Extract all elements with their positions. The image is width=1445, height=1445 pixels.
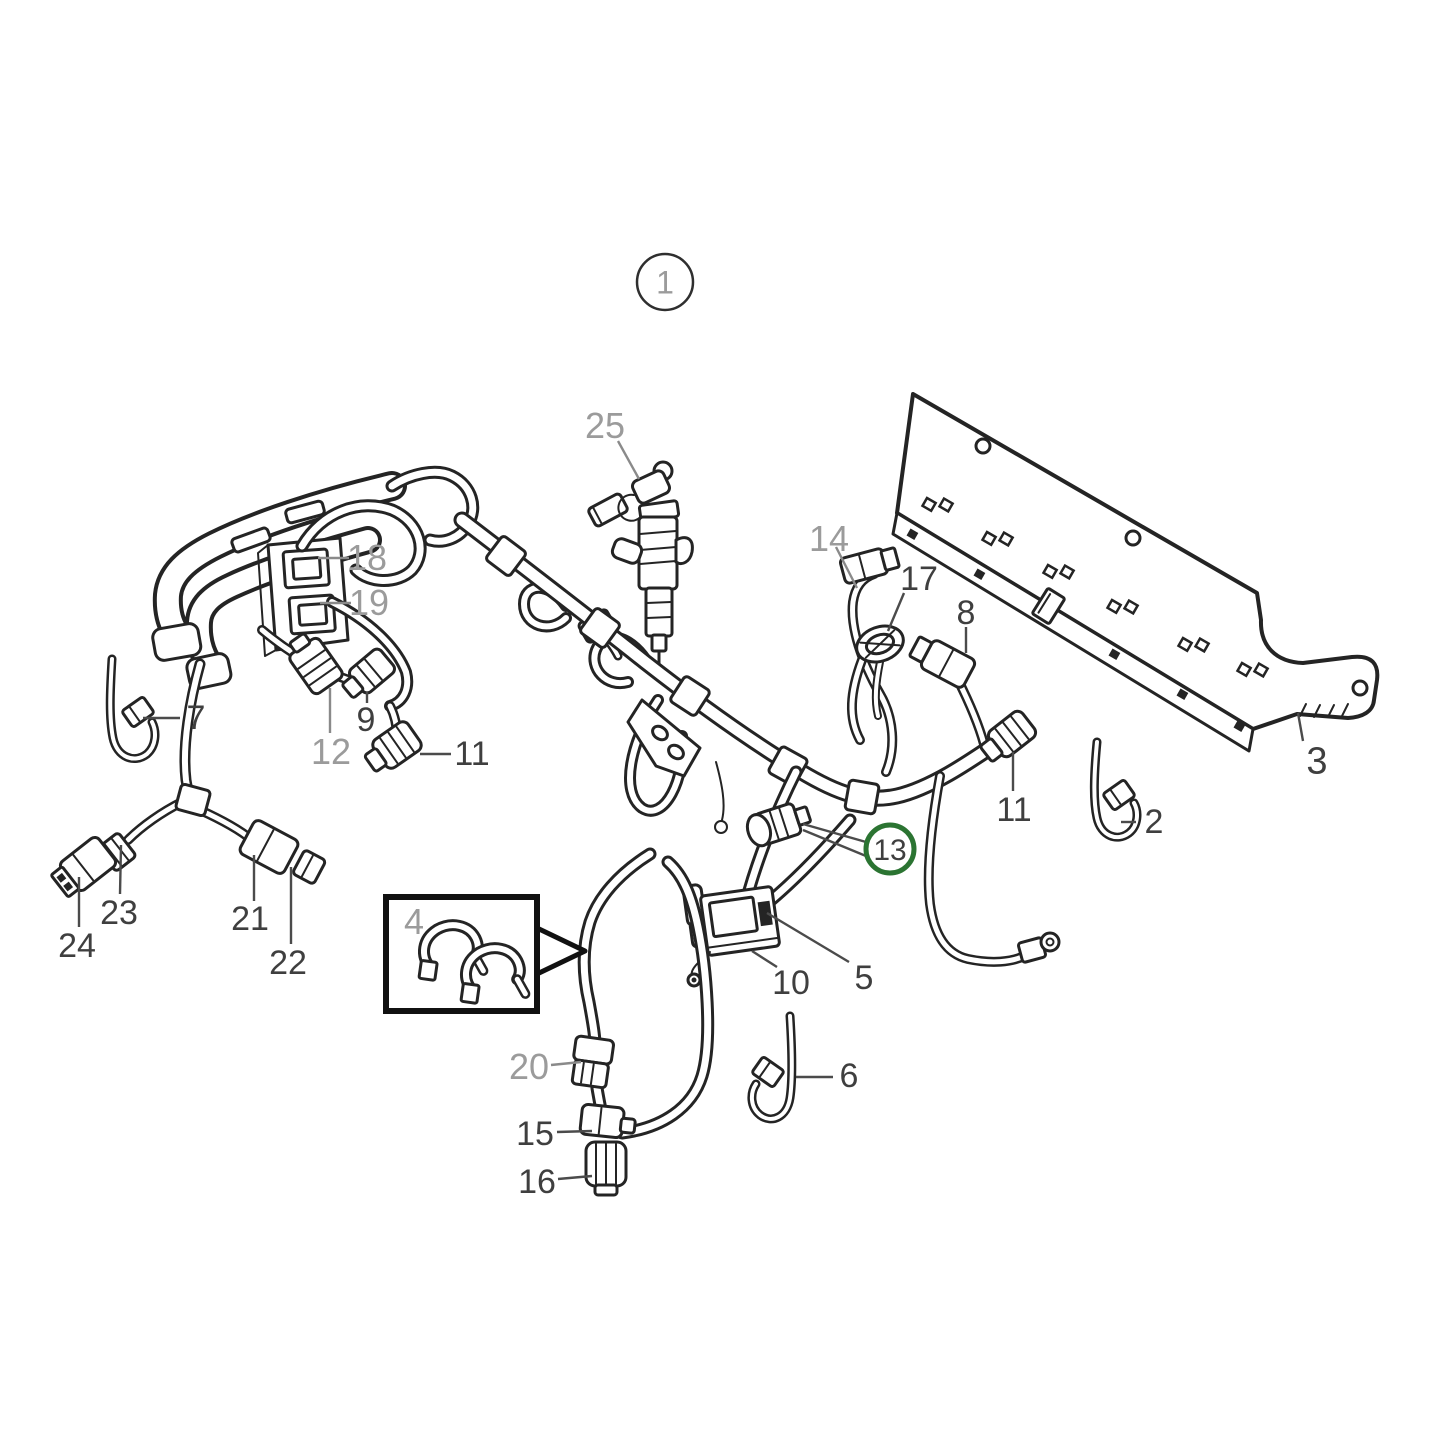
part-connector-12: [288, 632, 344, 696]
callout-3-label: 3: [1306, 741, 1327, 783]
callout-10-label: 10: [772, 964, 810, 1002]
part-hook-6: [747, 1011, 797, 1124]
part-nut-16: [584, 1140, 628, 1197]
part-left-pipe-assembly: [151, 465, 480, 773]
part-y-cable: [50, 658, 327, 898]
part-connector-11-right: [979, 709, 1038, 763]
part-connector-8: [908, 635, 977, 689]
callout-14-label: 14: [809, 518, 849, 559]
callout-25-label: 25: [585, 405, 625, 446]
plate-edge-hatch: [1299, 703, 1349, 718]
callout-14-leader: [834, 546, 859, 589]
part-main-trunk: [453, 511, 1061, 967]
part-hook-7: [105, 654, 160, 763]
part-clip-25: [587, 460, 674, 528]
part-connector-21: [238, 819, 300, 875]
callout-25-leader: [616, 440, 641, 480]
callout-1-label: 1: [656, 265, 674, 301]
part-elbow-15: [578, 1102, 637, 1140]
callout-10-leader: [751, 949, 778, 969]
callout-22-label: 22: [269, 944, 307, 982]
callout-16-leader: [557, 1174, 593, 1181]
callout-18-label: 18: [347, 537, 387, 578]
callout-15-label: 15: [516, 1115, 554, 1153]
callout-19-label: 19: [349, 582, 389, 623]
part-cap-22: [292, 849, 327, 885]
callout-5-label: 5: [855, 959, 874, 997]
part-sensor-17: [855, 624, 905, 664]
callout-13-leader: [802, 822, 867, 844]
callout-12-label: 12: [311, 731, 351, 772]
part-connector-9: [341, 647, 397, 699]
callout-6-label: 6: [840, 1057, 859, 1095]
callout-20-leader: [550, 1060, 582, 1067]
callout-4-label: 4: [404, 901, 424, 942]
callout-13-leader-1: [802, 828, 867, 858]
plate-center-tab: [1031, 587, 1066, 625]
callout-16-label: 16: [518, 1163, 556, 1201]
callout-21-label: 21: [231, 900, 269, 938]
part-mounting-plate: [891, 392, 1380, 753]
part-connector-block-18-19: [257, 536, 350, 657]
part-connector-11-left: [363, 720, 423, 773]
callout-5-leader: [766, 911, 850, 964]
callout-11a-label: 11: [454, 735, 489, 773]
callout-7-label: 7: [187, 699, 206, 737]
part-connector-24: [50, 835, 118, 898]
callout-13-label: 13: [873, 834, 906, 867]
callout-9-label: 9: [357, 701, 376, 739]
callout-11b-label: 11: [996, 791, 1031, 829]
callout-23-label: 23: [100, 894, 138, 932]
part-clip-4b: [459, 942, 531, 1005]
callout-3-leader: [1296, 712, 1305, 742]
part-sensor-13: [745, 802, 812, 848]
callout-2-label: 2: [1145, 803, 1164, 841]
callout-20-label: 20: [509, 1046, 549, 1087]
part-connector-20: [570, 1034, 616, 1090]
callout-8-label: 8: [957, 594, 976, 632]
callout-23-leader: [118, 844, 123, 895]
callout-17-leader: [886, 592, 906, 632]
callout-15-leader: [556, 1129, 593, 1134]
callout-1-circle: [635, 252, 695, 312]
part-lower-hose-assembly: [570, 847, 715, 1197]
callout-17-label: 17: [900, 560, 938, 598]
callout-box-4: [383, 894, 588, 1014]
part-connector-14: [839, 546, 901, 585]
callout-13-circle: [863, 822, 917, 876]
part-hook-2: [1089, 737, 1142, 842]
callout-24-label: 24: [58, 927, 96, 965]
